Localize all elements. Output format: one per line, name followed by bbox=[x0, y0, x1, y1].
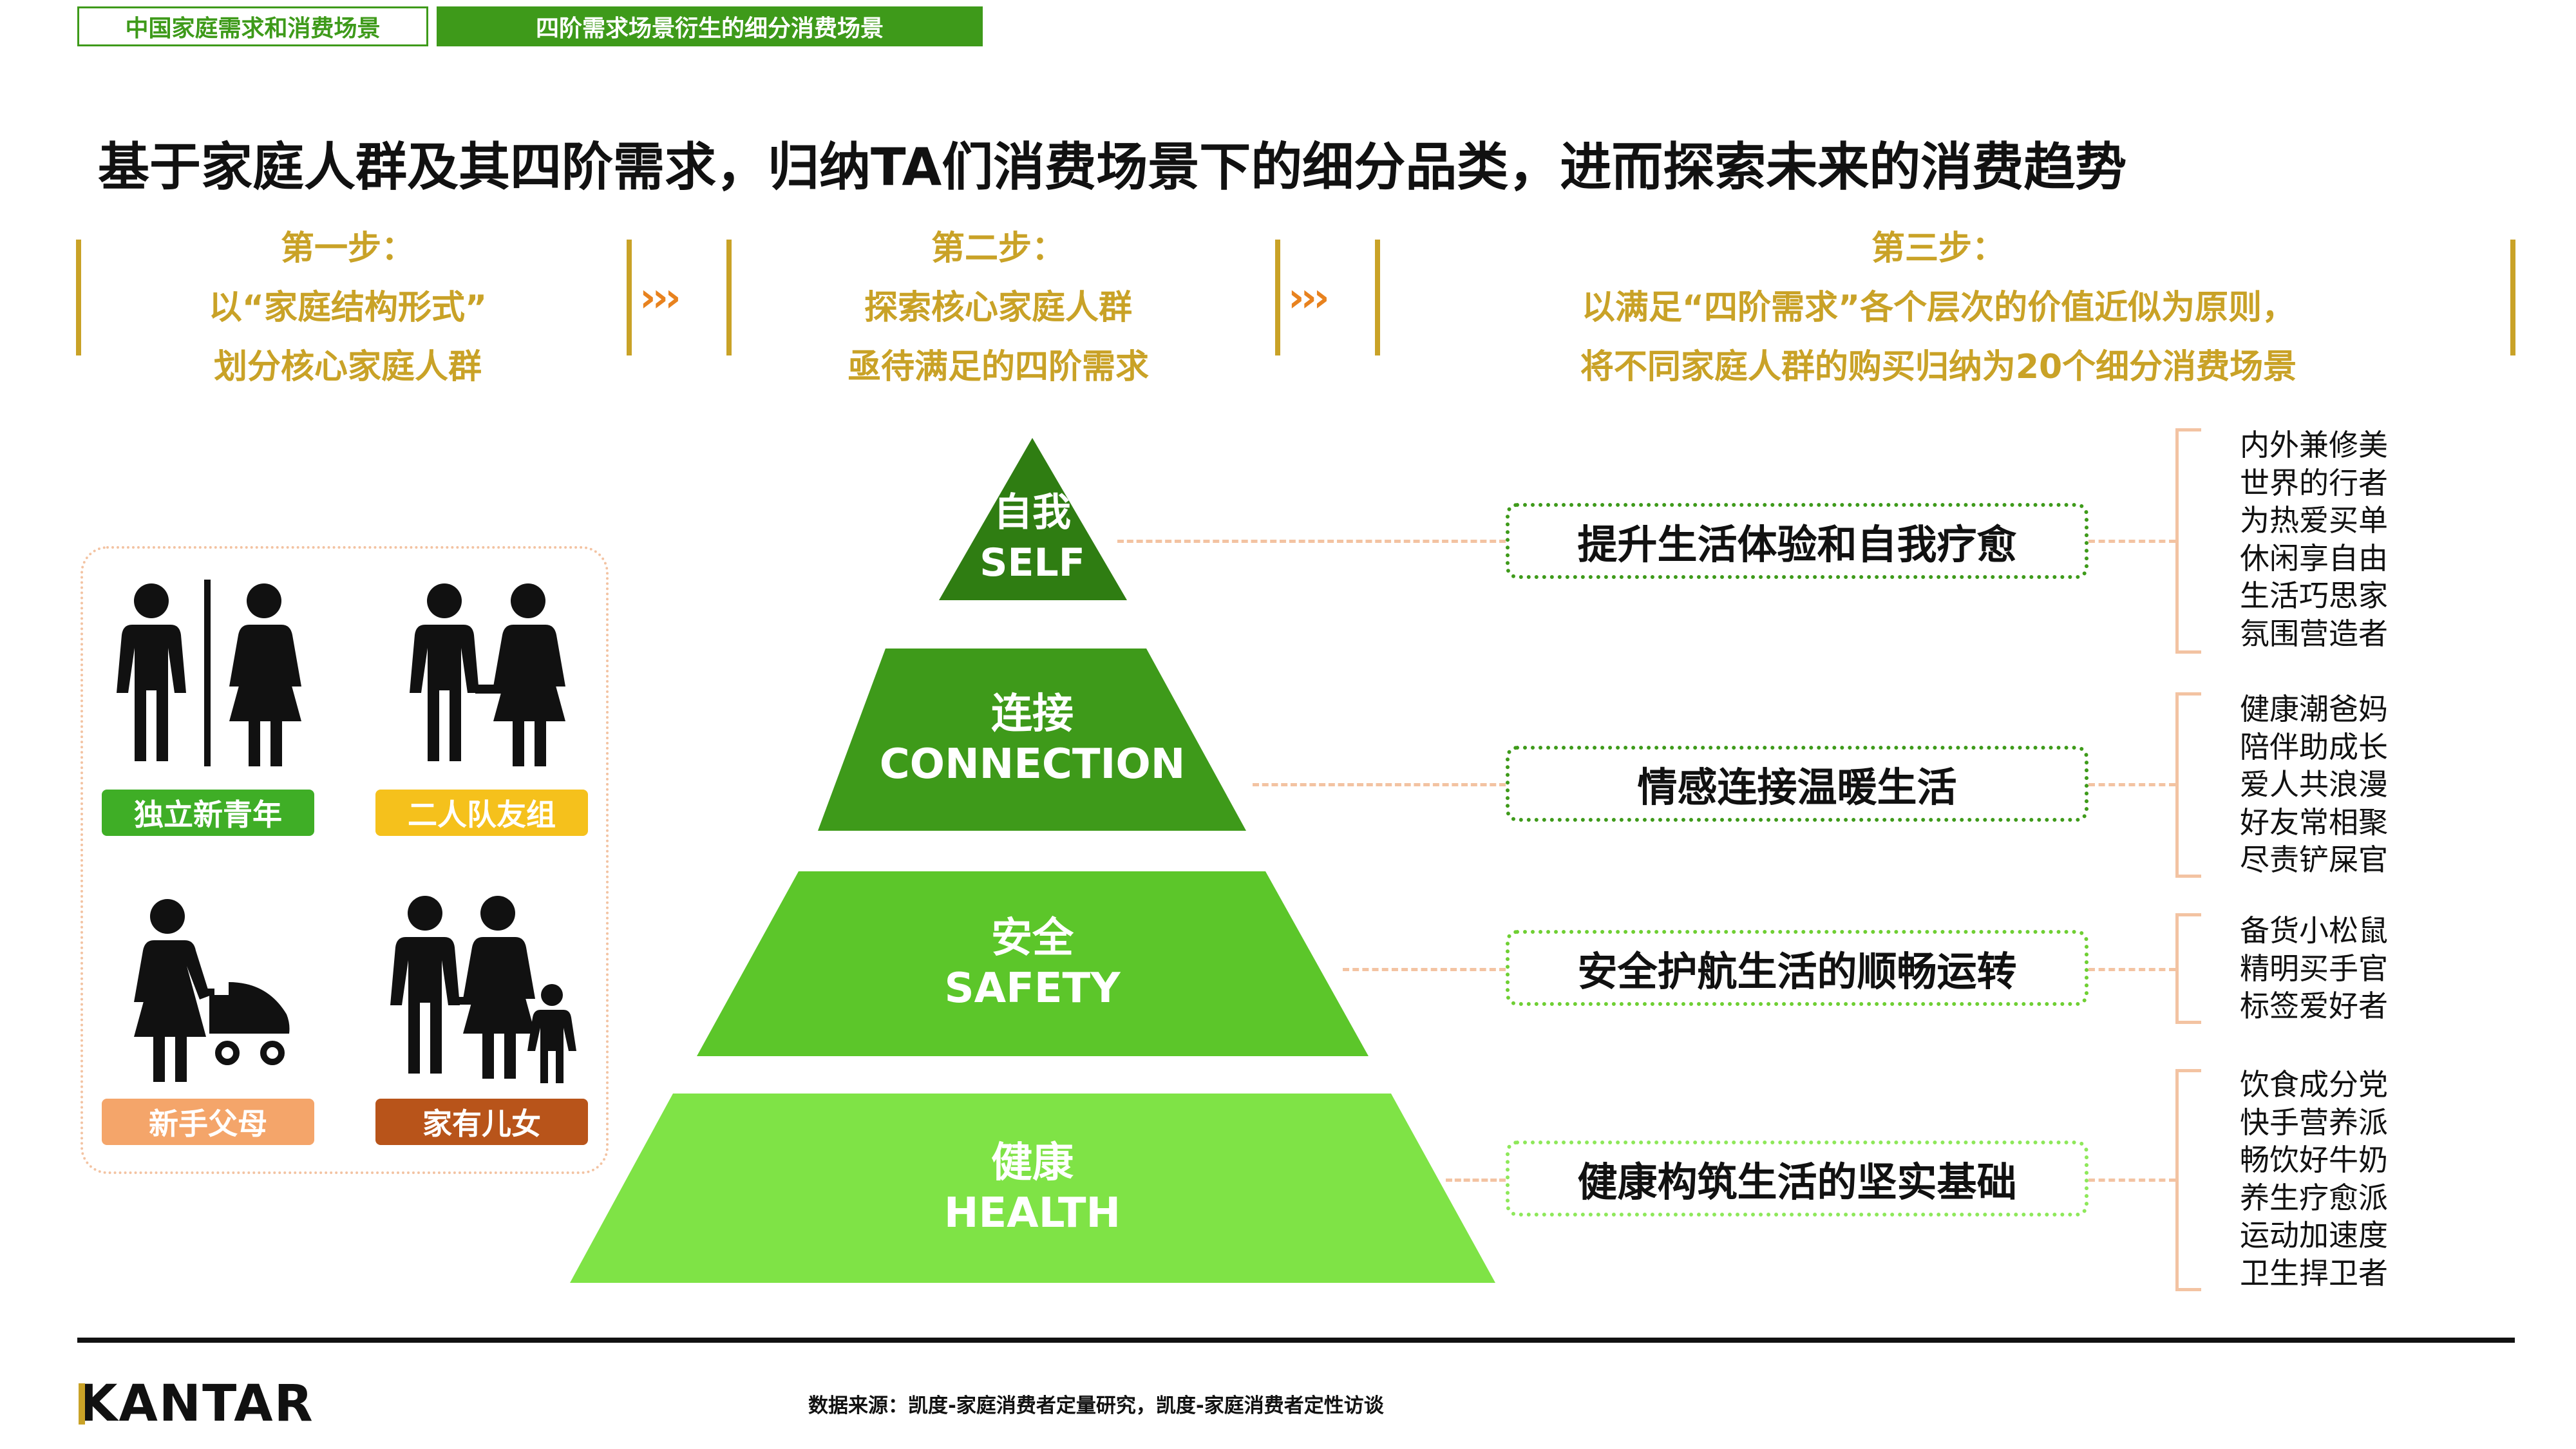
connector-line bbox=[2088, 1179, 2175, 1182]
kantar-logo: KANTAR bbox=[79, 1375, 314, 1433]
step-2-line2: 亟待满足的四阶需求 bbox=[847, 348, 1149, 386]
step-3: 第三步： 以满足“四阶需求”各个层次的价值近似为原则， 将不同家庭人群的购买归纳… bbox=[1385, 219, 2492, 397]
pyramid-connection-en: CONNECTION bbox=[879, 741, 1186, 788]
pyramid-tier-connection bbox=[818, 649, 1246, 831]
step-1-line2: 划分核心家庭人群 bbox=[213, 348, 482, 386]
list-item: 养生疗愈派 bbox=[2240, 1180, 2388, 1215]
pyramid-label-safety: 安全 SAFETY bbox=[839, 913, 1226, 1014]
list-item: 快手营养派 bbox=[2240, 1104, 2388, 1140]
list-item: 健康潮爸妈 bbox=[2240, 692, 2388, 726]
pyramid-safety-en: SAFETY bbox=[944, 965, 1121, 1012]
list-item: 标签爱好者 bbox=[2240, 989, 2388, 1023]
family-with-child-icon bbox=[390, 896, 576, 1083]
step-2-line1: 探索核心家庭人群 bbox=[864, 289, 1132, 327]
scenario-list-health: 饮食成分党 快手营养派 畅饮好牛奶 养生疗愈派 运动加速度 卫生捍卫者 bbox=[2240, 1066, 2388, 1292]
pyramid-safety-cn: 安全 bbox=[991, 914, 1074, 962]
pyramid-self-en: SELF bbox=[980, 540, 1085, 585]
bracket-safety bbox=[2175, 913, 2201, 1024]
connector-line bbox=[1446, 1179, 1506, 1182]
pyramid-self-cn: 自我 bbox=[994, 490, 1071, 535]
pyramid-tier-health bbox=[570, 1094, 1495, 1283]
need-self: 提升生活体验和自我疗愈 bbox=[1506, 503, 2088, 579]
list-item: 氛围营造者 bbox=[2240, 616, 2388, 651]
list-item: 世界的行者 bbox=[2240, 465, 2388, 500]
step-divider-bar bbox=[627, 240, 632, 355]
connector-line bbox=[1117, 540, 1506, 543]
data-source-note: 数据来源：凯度-家庭消费者定量研究，凯度-家庭消费者定性访谈 bbox=[808, 1394, 1384, 1417]
list-item: 运动加速度 bbox=[2240, 1218, 2388, 1253]
footer-divider bbox=[77, 1338, 2515, 1343]
pyramid-label-self: 自我 SELF bbox=[904, 488, 1161, 588]
list-item: 畅饮好牛奶 bbox=[2240, 1142, 2388, 1177]
bracket-health bbox=[2175, 1069, 2201, 1291]
connector-line bbox=[1253, 783, 1506, 786]
logo-accent-bar bbox=[79, 1383, 85, 1425]
connector-line bbox=[2088, 783, 2175, 786]
persona-panel bbox=[80, 546, 609, 1174]
single-man-woman-icon bbox=[117, 580, 301, 766]
connector-line bbox=[2088, 540, 2175, 543]
pyramid-tier-self bbox=[939, 438, 1127, 600]
list-item: 尽责铲屎官 bbox=[2240, 842, 2388, 877]
persona-duo-partners: 二人队友组 bbox=[375, 790, 588, 836]
step-3-heading: 第三步： bbox=[1871, 229, 2005, 268]
list-item: 精明买手官 bbox=[2240, 951, 2388, 986]
list-item: 为热爱买单 bbox=[2240, 503, 2388, 538]
couple-icon bbox=[410, 583, 565, 766]
step-2-heading: 第二步： bbox=[931, 229, 1065, 268]
pyramid-label-health: 健康 HEALTH bbox=[839, 1138, 1226, 1238]
scenario-list-self: 内外兼修美 世界的行者 为热爱买单 休闲享自由 生活巧思家 氛围营造者 bbox=[2240, 426, 2388, 652]
chevron-right-icon: ››› bbox=[1288, 274, 1330, 321]
step-1: 第一步： 以“家庭结构形式” 划分核心家庭人群 bbox=[90, 219, 605, 397]
mother-stroller-icon bbox=[134, 899, 290, 1082]
list-item: 好友常相聚 bbox=[2240, 804, 2388, 840]
pyramid-health-cn: 健康 bbox=[991, 1139, 1074, 1187]
list-item: 休闲享自由 bbox=[2240, 540, 2388, 576]
step-divider-bar bbox=[1275, 240, 1280, 355]
step-1-heading: 第一步： bbox=[280, 229, 415, 268]
tab-family-needs[interactable]: 中国家庭需求和消费场景 bbox=[77, 6, 428, 46]
tab-segmented-scenarios[interactable]: 四阶需求场景衍生的细分消费场景 bbox=[437, 6, 983, 46]
pyramid-health-en: HEALTH bbox=[943, 1189, 1121, 1237]
persona-new-parents: 新手父母 bbox=[102, 1099, 314, 1145]
page-title: 基于家庭人群及其四阶需求，归纳TA们消费场景下的细分品类，进而探索未来的消费趋势 bbox=[98, 137, 2127, 197]
connector-line bbox=[2088, 968, 2175, 971]
list-item: 爱人共浪漫 bbox=[2240, 767, 2388, 802]
pyramid-connection-cn: 连接 bbox=[991, 690, 1074, 738]
scenario-list-safety: 备货小松鼠 精明买手官 标签爱好者 bbox=[2240, 912, 2388, 1025]
list-item: 内外兼修美 bbox=[2240, 428, 2388, 462]
connector-line bbox=[1343, 968, 1506, 971]
persona-family-with-children: 家有儿女 bbox=[375, 1099, 588, 1145]
list-item: 陪伴助成长 bbox=[2240, 729, 2388, 764]
step-3-line2: 将不同家庭人群的购买归纳为20个细分消费场景 bbox=[1580, 348, 2297, 386]
persona-independent-youth: 独立新青年 bbox=[102, 790, 314, 836]
bracket-connection bbox=[2175, 692, 2201, 878]
need-health: 健康构筑生活的坚实基础 bbox=[1506, 1141, 2088, 1217]
list-item: 生活巧思家 bbox=[2240, 578, 2388, 613]
step-3-line1: 以满足“四阶需求”各个层次的价值近似为原则， bbox=[1581, 289, 2296, 327]
bracket-self bbox=[2175, 428, 2201, 654]
list-item: 备货小松鼠 bbox=[2240, 913, 2388, 948]
need-safety: 安全护航生活的顺畅运转 bbox=[1506, 930, 2088, 1006]
list-item: 卫生捍卫者 bbox=[2240, 1255, 2388, 1291]
step-divider-bar bbox=[726, 240, 732, 355]
pyramid-tier-safety bbox=[697, 871, 1368, 1056]
scenario-list-connection: 健康潮爸妈 陪伴助成长 爱人共浪漫 好友常相聚 尽责铲屎官 bbox=[2240, 690, 2388, 879]
step-divider-bar bbox=[76, 240, 81, 355]
chevron-right-icon: ››› bbox=[639, 274, 681, 321]
need-connection: 情感连接温暖生活 bbox=[1506, 746, 2088, 822]
step-2: 第二步： 探索核心家庭人群 亟待满足的四阶需求 bbox=[734, 219, 1262, 397]
list-item: 饮食成分党 bbox=[2240, 1067, 2388, 1102]
step-divider-bar bbox=[2510, 240, 2515, 355]
pyramid-label-connection: 连接 CONNECTION bbox=[839, 689, 1226, 790]
step-divider-bar bbox=[1375, 240, 1380, 355]
step-1-line1: 以“家庭结构形式” bbox=[208, 289, 488, 327]
